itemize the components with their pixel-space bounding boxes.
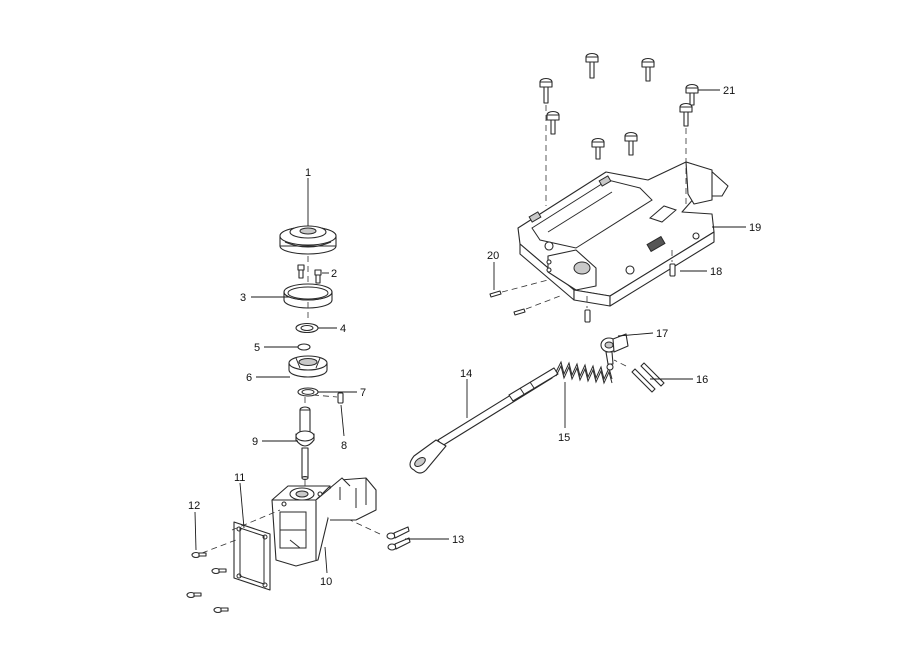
- part-4-washer: [295, 322, 319, 334]
- part-12-screws: [186, 551, 229, 614]
- part-19-mounting-bracket: [517, 161, 729, 307]
- callout-6: 6: [246, 372, 252, 384]
- part-20-dowel-pins: [489, 290, 526, 316]
- callout-13: 13: [452, 534, 464, 546]
- callout-1: 1: [305, 167, 311, 179]
- callout-11: 11: [234, 472, 245, 484]
- callout-2: 2: [331, 268, 337, 280]
- part-1-shift-boot: [279, 225, 337, 255]
- part-3-clamp-ring: [283, 283, 333, 309]
- part-5-clip: [297, 343, 311, 351]
- callout-21: 21: [723, 85, 735, 97]
- callout-17: 17: [656, 328, 668, 340]
- callout-20: 20: [487, 250, 499, 262]
- callout-8: 8: [341, 440, 347, 452]
- callout-4: 4: [340, 323, 346, 335]
- part-18-pins: [584, 263, 676, 323]
- part-8-pin: [337, 392, 344, 404]
- callout-9: 9: [252, 436, 258, 448]
- callout-12: 12: [188, 500, 200, 512]
- part-9-shift-lever: [295, 406, 315, 480]
- callout-15: 15: [558, 432, 570, 444]
- callout-10: 10: [320, 576, 332, 588]
- callout-19: 19: [749, 222, 761, 234]
- callout-16: 16: [696, 374, 708, 386]
- part-21-bolts: [539, 52, 699, 160]
- part-14-shift-rod: [409, 367, 559, 474]
- part-11-gasket-plate: [233, 521, 271, 591]
- callout-5: 5: [254, 342, 260, 354]
- callout-7: 7: [360, 387, 366, 399]
- part-15-spring: [555, 360, 613, 385]
- part-6-pivot-cup: [288, 355, 328, 378]
- callout-labels: 1 2 3 4 5 6 7 8 9 10 11 12 13 14 15 16 1…: [188, 85, 761, 588]
- part-2-screws: [297, 264, 322, 284]
- callout-3: 3: [240, 292, 246, 304]
- part-16-pins: [631, 362, 665, 393]
- callout-14: 14: [460, 368, 472, 380]
- callout-18: 18: [710, 266, 722, 278]
- part-17-ball-joint: [600, 333, 629, 371]
- alignment-lines-right: [501, 105, 687, 367]
- alignment-lines-left: [201, 256, 381, 554]
- part-13-bolts: [386, 526, 411, 551]
- leader-lines: [194, 89, 746, 574]
- part-10-shifter-housing: [271, 477, 377, 567]
